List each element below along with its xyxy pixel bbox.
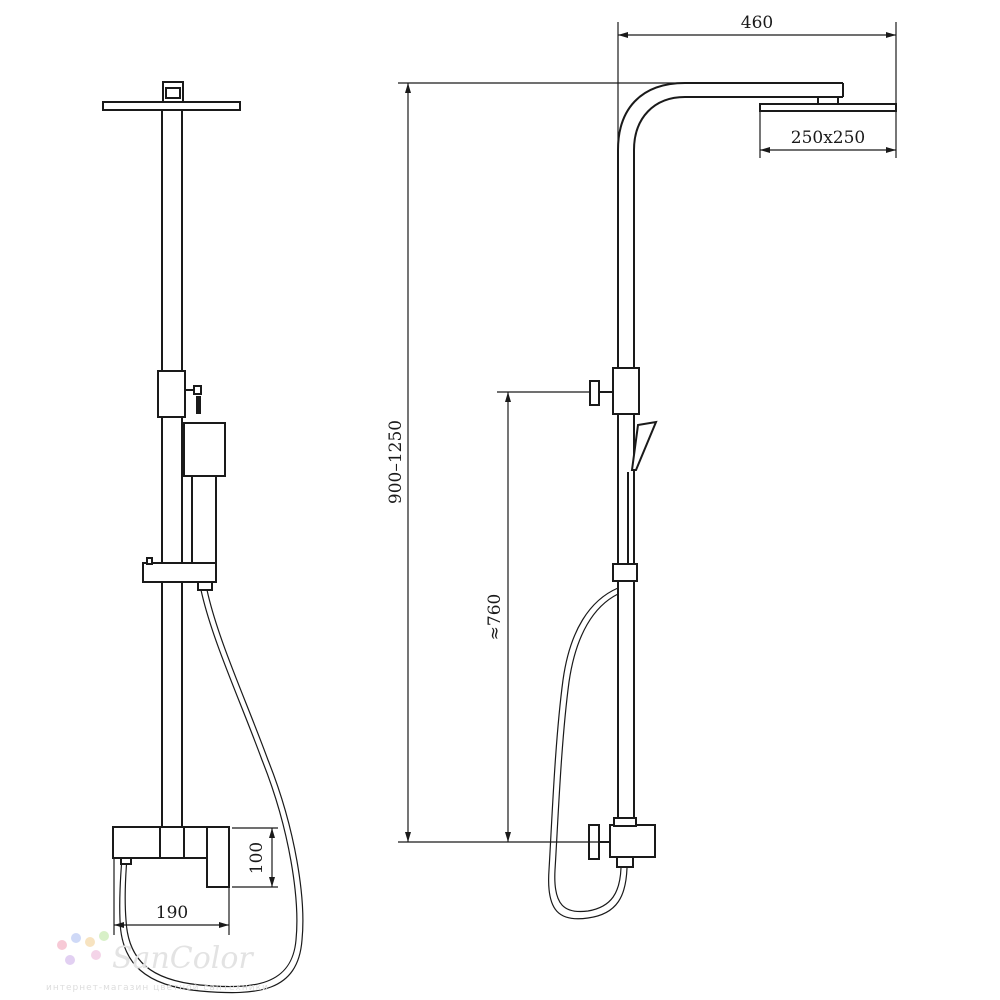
front-connector-inner xyxy=(165,87,181,99)
front-hose-outer xyxy=(119,589,304,994)
watermark-dot xyxy=(99,931,109,941)
side-pipe-outer xyxy=(617,82,843,842)
watermark-dot xyxy=(57,940,67,950)
dim-760-arrow-bottom xyxy=(505,832,511,842)
side-hand-shower xyxy=(630,420,658,471)
front-diverter-lever xyxy=(196,396,201,414)
dim-head-arrow-left xyxy=(760,147,770,153)
side-head-connector xyxy=(817,96,839,105)
mixer-height-label: 100 xyxy=(247,842,267,874)
dim-height-arrow-top xyxy=(405,83,411,93)
side-mixer-outlet xyxy=(616,856,634,868)
watermark: SanColor интернет-магазин цветной сантех… xyxy=(46,931,269,993)
dim-460-arrow-left xyxy=(618,32,628,38)
side-hose xyxy=(548,587,628,920)
front-mixer-center xyxy=(159,826,185,859)
side-view xyxy=(548,82,897,920)
front-slide-holder xyxy=(142,562,217,583)
front-mixer-spout xyxy=(206,826,230,888)
front-hose-cone xyxy=(197,581,213,591)
side-diverter-knob xyxy=(589,380,600,406)
watermark-tagline: интернет-магазин цветной сантехники xyxy=(46,983,269,993)
dim-100-arrow-bottom xyxy=(269,877,275,887)
dim-190-arrow-left xyxy=(114,922,124,928)
watermark-dot xyxy=(65,955,75,965)
dim-100-arrow-top xyxy=(269,828,275,838)
front-hand-shower-head xyxy=(183,422,226,477)
side-slide-holder xyxy=(612,563,638,582)
dim-190-arrow-right xyxy=(219,922,229,928)
side-dimensions: 460 250x250 900–1250 ≈760 xyxy=(386,13,897,843)
front-holder-button xyxy=(146,557,153,565)
side-hose-outer xyxy=(554,593,622,913)
head-size-label: 250x250 xyxy=(791,128,865,148)
dim-head-arrow-right xyxy=(886,147,896,153)
watermark-dot xyxy=(85,937,95,947)
front-view xyxy=(102,81,304,994)
front-hose xyxy=(124,589,298,988)
side-diverter-block xyxy=(612,367,640,415)
watermark-dot xyxy=(91,950,101,960)
arm-length-label: 460 xyxy=(741,13,773,33)
dim-height-arrow-bottom xyxy=(405,832,411,842)
side-shower-head xyxy=(759,103,897,112)
dim-460-arrow-right xyxy=(886,32,896,38)
side-mixer-top xyxy=(613,817,637,827)
holder-height-label: ≈760 xyxy=(485,594,505,641)
side-mixer-body xyxy=(609,824,656,858)
side-pipe-inner xyxy=(633,96,843,842)
front-diverter-knob xyxy=(193,385,202,395)
watermark-brand: SanColor xyxy=(112,941,254,976)
front-hose-outlet xyxy=(120,857,132,865)
mixer-depth-label: 190 xyxy=(156,903,188,923)
front-hand-shower-handle xyxy=(191,475,217,569)
front-dimensions: 100 190 xyxy=(113,827,278,935)
total-height-label: 900–1250 xyxy=(386,420,406,504)
dim-760-arrow-top xyxy=(505,392,511,402)
watermark-dot xyxy=(71,933,81,943)
watermark-dots xyxy=(57,931,109,965)
front-diverter-block xyxy=(157,370,186,418)
front-shower-head xyxy=(102,101,241,111)
